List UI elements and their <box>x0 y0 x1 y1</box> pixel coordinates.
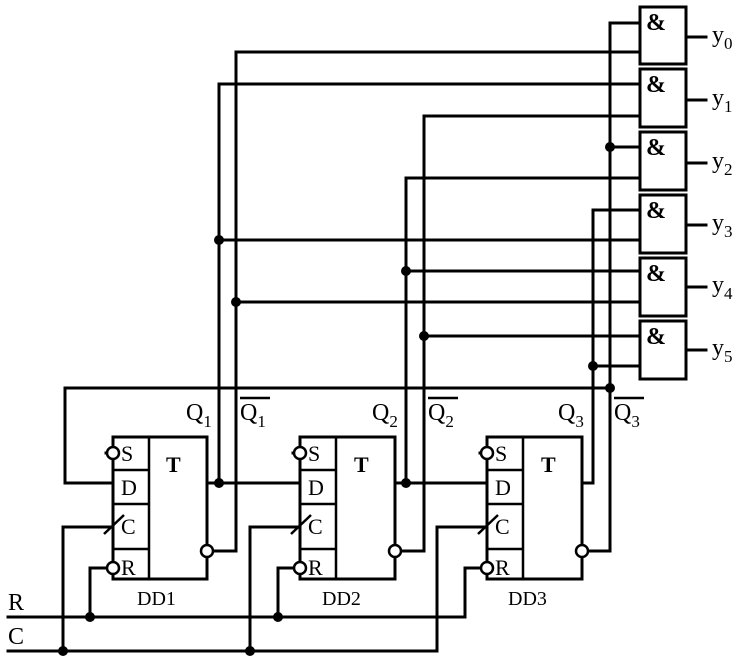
wire-q2-bus <box>393 176 642 485</box>
flip-flop-pin-divider <box>113 437 151 579</box>
wire-q3bar-bus <box>588 21 642 553</box>
flip-flop-dd1: S D C R T DD1 Q1 Q1 <box>103 396 270 610</box>
flip-flop-dd2: S D C R T DD2 Q2 Q2 <box>290 396 458 610</box>
q-output-label: Q1 <box>186 400 212 431</box>
and-gate-body <box>638 67 688 129</box>
wire-feedback-q3bar-d1 <box>63 386 612 485</box>
pin-s-label: S <box>308 441 320 466</box>
and-symbol: & <box>646 198 666 224</box>
and-gate-5: & y5 <box>638 319 733 381</box>
output-label-y5: y5 <box>712 335 733 366</box>
flip-flop-body <box>485 435 584 581</box>
junction-clock-dd2 <box>245 646 255 656</box>
q-output-label: Q2 <box>372 400 398 431</box>
junction-reset-dd2 <box>273 612 283 622</box>
qbar-output-label: Q3 <box>614 400 640 431</box>
flip-flop-dd3: S D C R T DD3 Q3 Q3 <box>477 396 644 610</box>
output-label-y4: y4 <box>712 272 733 303</box>
and-gate-3: & y3 <box>638 193 733 255</box>
clock-edge-mark <box>290 514 312 535</box>
q-output-label: Q3 <box>558 400 584 431</box>
wire-reset-dd2 <box>276 566 297 619</box>
and-gate-body <box>638 5 688 66</box>
flip-flop-pin-divider <box>300 437 338 579</box>
and-gate-1: & y1 <box>638 67 733 129</box>
flip-flop-name: DD1 <box>137 588 176 610</box>
pin-r-label: R <box>495 555 510 580</box>
junction-q1-d2 <box>214 478 224 488</box>
and-symbol: & <box>646 135 666 161</box>
reset-inverter-bubble <box>105 560 121 576</box>
wire-q1-bus <box>205 82 642 485</box>
and-gate-0: & y0 <box>638 5 733 66</box>
qbar-inverter-bubble <box>574 543 590 559</box>
reset-inverter-bubble <box>292 560 308 576</box>
pin-d-label: D <box>121 475 137 500</box>
junctions <box>58 142 615 656</box>
reset-input-label: R <box>8 590 24 616</box>
and-gate-body <box>638 319 688 381</box>
output-label-y0: y0 <box>712 22 733 53</box>
clock-edge-mark <box>477 514 499 535</box>
and-symbol: & <box>646 10 666 36</box>
and-gate-body <box>638 193 688 255</box>
qbar-output-label: Q2 <box>428 400 454 431</box>
wire-reset <box>6 566 487 619</box>
and-symbol: & <box>646 324 666 350</box>
wire-reset-dd1 <box>88 566 110 619</box>
output-label-y1: y1 <box>712 85 733 116</box>
junction-clock-dd1 <box>58 646 68 656</box>
flip-flop-pin-divider <box>487 437 525 579</box>
output-label-y3: y3 <box>712 210 733 241</box>
pin-r-label: R <box>121 555 136 580</box>
flip-flop-body <box>298 435 397 581</box>
clock-edge-mark <box>103 514 125 535</box>
flip-flop-name: DD3 <box>508 588 547 610</box>
wire-clock <box>6 525 489 653</box>
junction-q2-d3 <box>401 478 411 488</box>
output-label-y2: y2 <box>712 148 733 179</box>
pin-r-label: R <box>308 555 323 580</box>
flip-flop-name: DD2 <box>322 588 361 610</box>
wire-clock-dd1 <box>61 525 115 653</box>
and-symbol: & <box>646 261 666 287</box>
and-gate-body <box>638 130 688 192</box>
junction-reset-dd1 <box>85 612 95 622</box>
junction-q3-y5 <box>588 361 598 371</box>
wire-clock-dd2 <box>248 525 302 653</box>
flip-flop-type-label: T <box>166 452 181 477</box>
and-gate-body <box>638 256 688 318</box>
and-gate-2: & y2 <box>638 130 733 192</box>
clock-input-label: C <box>8 624 24 650</box>
qbar-output-label: Q1 <box>240 400 266 431</box>
and-gate-4: & y4 <box>638 256 733 318</box>
flip-flop-body <box>111 435 209 581</box>
and-symbol: & <box>646 72 666 98</box>
set-inverter-bubble <box>105 445 121 461</box>
flip-flop-type-label: T <box>354 452 369 477</box>
qbar-inverter-bubble <box>387 543 403 559</box>
junction-q1-y3 <box>214 235 224 245</box>
wire-q3-bus <box>580 208 642 485</box>
pin-s-label: S <box>495 441 507 466</box>
junction-q2-y4 <box>401 266 411 276</box>
pin-d-label: D <box>308 475 324 500</box>
pin-s-label: S <box>121 441 133 466</box>
set-inverter-bubble <box>292 445 308 461</box>
reset-inverter-bubble <box>479 560 495 576</box>
junction-q3bar-y2 <box>605 142 615 152</box>
pin-d-label: D <box>495 475 511 500</box>
set-inverter-bubble <box>479 445 495 461</box>
junction-q2bar-y5 <box>419 331 429 341</box>
junction-q3bar-feedback <box>605 383 615 393</box>
junction-q1bar-y4 <box>231 297 241 307</box>
pin-c-label: C <box>121 514 136 539</box>
qbar-inverter-bubble <box>199 543 215 559</box>
pin-c-label: C <box>308 514 323 539</box>
pin-c-label: C <box>495 514 510 539</box>
flip-flop-type-label: T <box>541 452 556 477</box>
